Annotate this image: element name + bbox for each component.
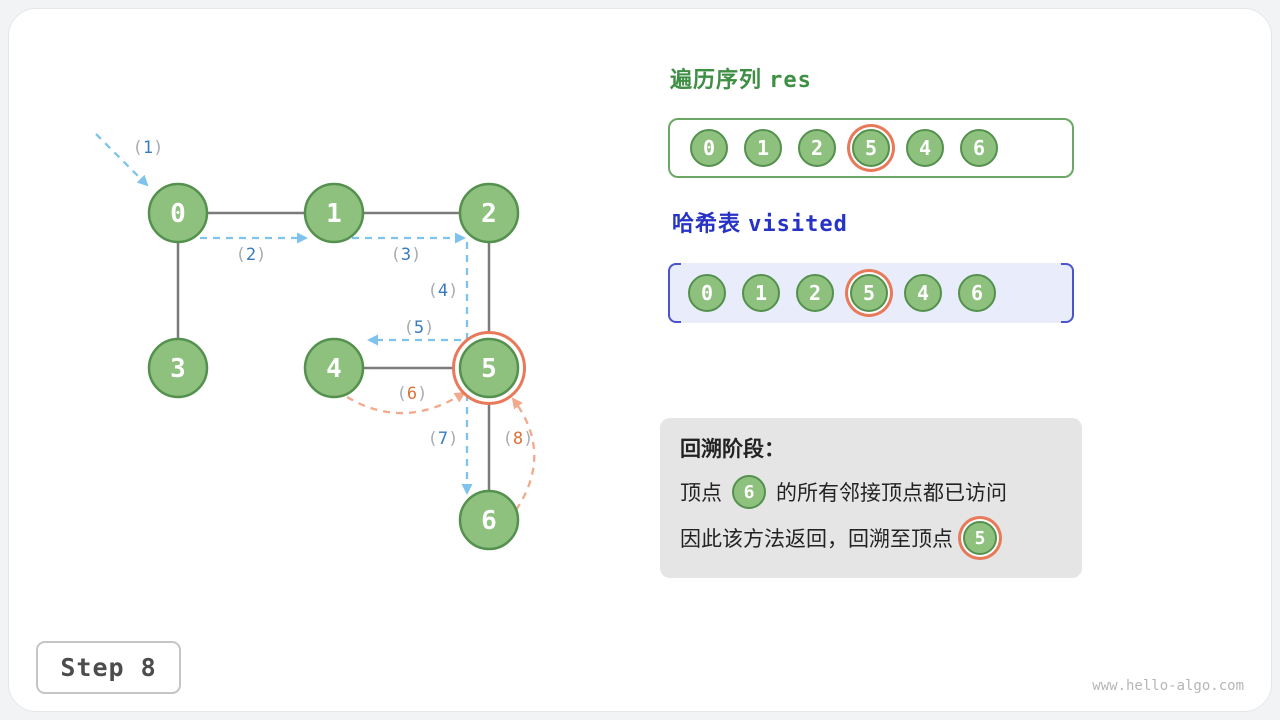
arrow-order-label-7: (7) — [428, 429, 459, 449]
info-line-1-post: 的所有邻接顶点都已访问 — [776, 482, 1007, 505]
graph-node-label-5: 5 — [481, 354, 497, 384]
visited-title-cn: 哈希表 — [672, 211, 742, 236]
node-chip-5: 5 — [850, 274, 888, 312]
res-panel-title: 遍历序列 res — [670, 62, 812, 94]
node-chip-1: 1 — [742, 274, 780, 312]
visited-right-bracket — [1061, 263, 1074, 323]
node-chip-4: 4 — [906, 129, 944, 167]
node-chip-2: 2 — [796, 274, 834, 312]
info-line-2-pre: 因此该方法返回，回溯至顶点 — [680, 528, 953, 551]
graph-node-2: 2 — [458, 182, 520, 244]
backtrack-info-box: 回溯阶段： 顶点 6 的所有邻接顶点都已访问 因此该方法返回，回溯至顶点 5 — [660, 418, 1082, 578]
visited-title-code: visited — [748, 212, 848, 237]
node-chip-2: 2 — [798, 129, 836, 167]
info-heading: 回溯阶段： — [680, 438, 785, 461]
graph-node-5: 5 — [452, 331, 526, 405]
node-chip-5: 5 — [852, 129, 890, 167]
traversal-arrow-6 — [346, 391, 466, 415]
graph-node-1: 1 — [303, 182, 365, 244]
arrow-order-label-1: (1) — [133, 138, 164, 158]
arrow-order-label-8: (8) — [503, 429, 534, 449]
visited-left-bracket — [668, 263, 681, 323]
traversal-arrow-8 — [511, 397, 536, 511]
graph-node-label-2: 2 — [481, 199, 497, 229]
node-chip-4: 4 — [904, 274, 942, 312]
graph-node-0: 0 — [147, 182, 209, 244]
graph-node-label-6: 6 — [481, 506, 497, 536]
arrow-order-label-6: (6) — [397, 384, 428, 404]
arrow-order-label-4: (4) — [428, 281, 459, 301]
step-indicator: Step 8 — [36, 641, 181, 694]
graph-node-label-0: 0 — [170, 199, 186, 229]
info-line-2: 因此该方法返回，回溯至顶点 5 — [680, 521, 1062, 555]
inline-node-chip: 6 — [732, 475, 766, 509]
res-title-code: res — [769, 68, 812, 93]
res-title-cn: 遍历序列 — [670, 67, 763, 92]
visited-panel-title: 哈希表 visited — [672, 206, 848, 238]
graph-node-4: 4 — [303, 337, 365, 399]
info-line-1: 顶点 6 的所有邻接顶点都已访问 — [680, 475, 1062, 509]
arrow-order-label-5: (5) — [404, 318, 435, 338]
graph-node-6: 6 — [458, 489, 520, 551]
node-chip-1: 1 — [744, 129, 782, 167]
graph-node-3: 3 — [147, 337, 209, 399]
arrow-order-label-3: (3) — [391, 245, 422, 265]
inline-node-chip: 5 — [963, 521, 997, 555]
graph-node-label-4: 4 — [326, 354, 342, 384]
watermark: www.hello-algo.com — [1092, 678, 1244, 694]
arrow-order-label-2: (2) — [236, 245, 267, 265]
node-chip-0: 0 — [690, 129, 728, 167]
graph-canvas: (1) (2) (3) (4) (5) (6) (7) (8) 0 1 2 3 4 5 6 — [95, 133, 536, 551]
node-chip-0: 0 — [688, 274, 726, 312]
graph-node-label-3: 3 — [170, 354, 186, 384]
graph-node-label-1: 1 — [326, 199, 342, 229]
node-chip-6: 6 — [958, 274, 996, 312]
node-chip-6: 6 — [960, 129, 998, 167]
info-line-1-pre: 顶点 — [680, 482, 722, 505]
